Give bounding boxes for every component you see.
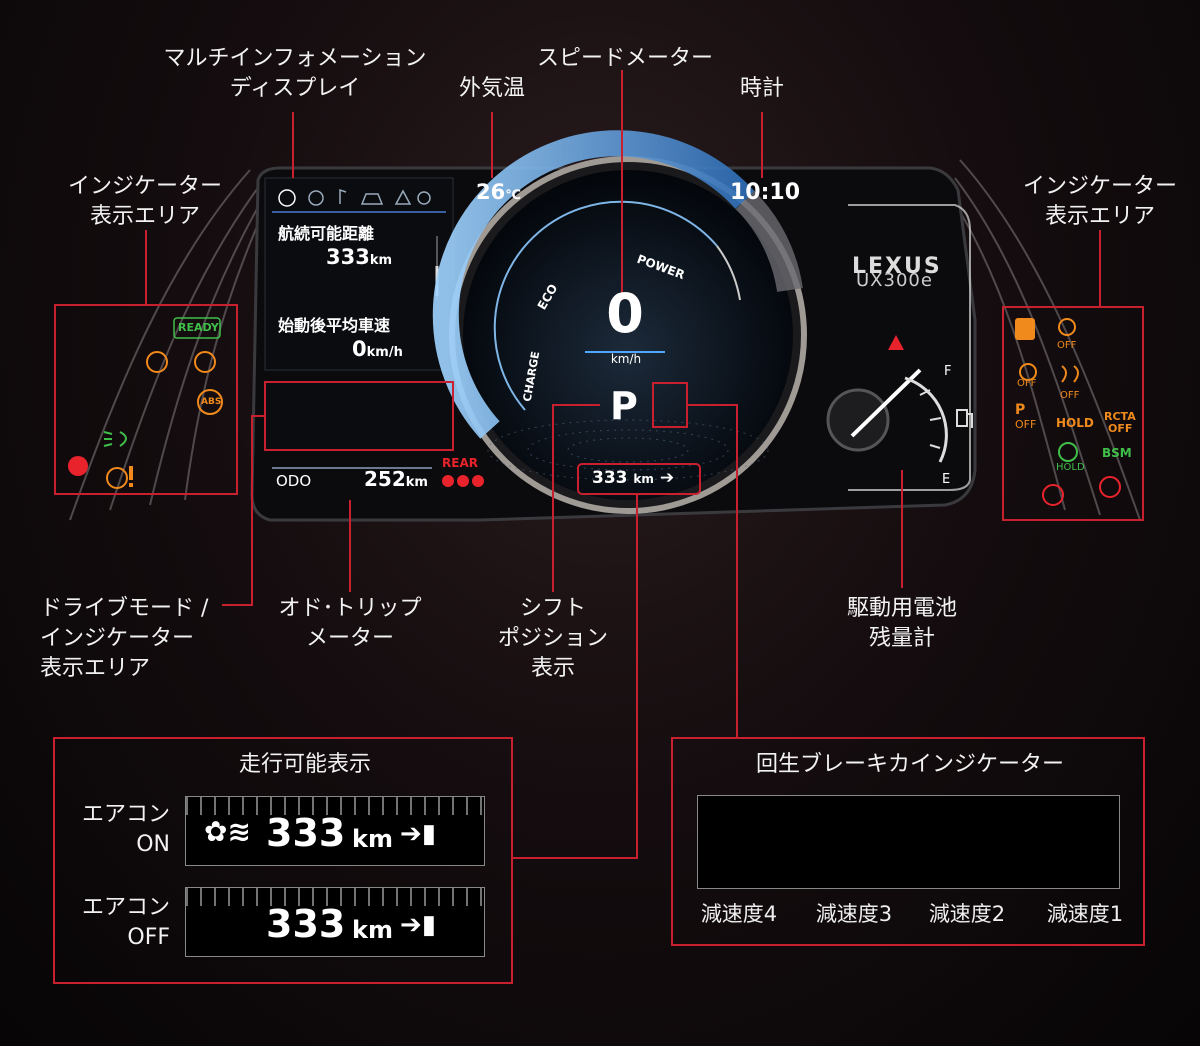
lda-off-icon <box>1019 363 1037 381</box>
shift-position-display: P <box>610 384 638 428</box>
left-indicator-box <box>54 304 238 495</box>
car-icon <box>360 193 384 205</box>
gear-icon <box>417 191 431 205</box>
hold-indicator: HOLD <box>1056 416 1094 430</box>
odo-trip-label: オド･トリップメーター <box>278 596 422 651</box>
rear-label: REAR <box>442 456 478 470</box>
battery-empty-mark: E <box>942 472 951 487</box>
model-name: UX300e <box>856 270 933 291</box>
decel-label-2: 減速度2 <box>928 902 1006 926</box>
regen-box-title: 回生ブレーキカインジケーター <box>755 752 1064 777</box>
range-display-box <box>53 737 513 984</box>
range-strip-ac-on: ✿≋ 333 km ➔▮ <box>185 796 485 866</box>
range-strip-ac-off: 333 km ➔▮ <box>185 887 485 957</box>
odo-value: 252km <box>364 467 428 491</box>
battery-gauge-frame <box>848 204 971 491</box>
mid-label: マルチインフォメーションディスプレイ <box>163 46 427 101</box>
mid-panel <box>264 177 454 371</box>
hold-green-icon <box>1058 442 1078 462</box>
shift-position-label: シフトポジション表示 <box>497 596 608 681</box>
outside-temp-display: 26℃ <box>476 180 521 204</box>
range-value-ac-off: 333 <box>266 902 346 946</box>
p-off-bottom: OFF <box>1015 418 1037 431</box>
drive-mode-box <box>264 381 454 451</box>
ready-indicator: READY <box>178 321 219 334</box>
range-value: 333km <box>326 245 393 269</box>
battery-full-mark: F <box>944 364 952 379</box>
clock-label: 時計 <box>739 76 784 101</box>
leader-lines <box>145 70 1101 859</box>
speedometer-label: スピードメーター <box>536 46 713 71</box>
right-indicator-icons <box>1015 318 1121 506</box>
battery-label: 駆動用電池残量計 <box>846 596 957 651</box>
range-box-title: 走行可能表示 <box>238 752 371 777</box>
hold-green-indicator: HOLD <box>1056 462 1085 473</box>
rcta-bottom: OFF <box>1108 422 1133 435</box>
warning-icon <box>394 189 412 205</box>
steering-warning-icon <box>106 467 128 489</box>
range-value-ac-on: 333 <box>266 811 346 855</box>
charging-icon <box>956 409 973 428</box>
vsc-off-icon <box>1061 365 1079 383</box>
avg-speed-value: 0km/h <box>352 337 403 361</box>
speed-blue-arc <box>432 130 755 439</box>
decel-label-3: 減速度3 <box>815 902 893 926</box>
parking-brake-icon <box>1042 484 1064 506</box>
outside-temp-label: 外気温 <box>458 76 525 101</box>
regen-strip <box>697 795 1120 889</box>
bottom-range-box <box>577 463 701 495</box>
p-off-top: P <box>1015 402 1026 418</box>
battery-needle <box>850 368 922 438</box>
charge-arrow-icon-on: ➔▮ <box>400 819 437 849</box>
tire-pressure-icon <box>194 351 216 373</box>
speed-unit: km/h <box>610 352 642 366</box>
left-indicator-icons <box>68 317 223 489</box>
range-unit-ac-off: km <box>352 916 393 944</box>
music-icon <box>339 188 347 204</box>
brake-warning-icon <box>146 351 168 373</box>
rear-seatbelt-icons <box>442 472 488 487</box>
abs-indicator: ABS <box>201 397 222 407</box>
decel-label-1: 減速度1 <box>1046 902 1124 926</box>
lane-assist-icon <box>1015 318 1035 340</box>
off-indicator-2: OFF <box>1017 378 1037 389</box>
brand-logo: LEXUS <box>852 254 942 279</box>
rcta-top: RCTA <box>1104 410 1136 423</box>
bsm-indicator: BSM <box>1102 446 1132 460</box>
dot-field <box>487 419 769 481</box>
brake-system-icon <box>1099 476 1121 498</box>
speed-value: 0 <box>606 282 644 345</box>
battery-scale <box>904 376 948 463</box>
drive-mode-panel <box>264 381 454 451</box>
charge-arrow-icon-off: ➔▮ <box>400 910 437 940</box>
battery-gauge-hub <box>826 388 890 452</box>
fan-icon: ✿≋ <box>204 815 251 848</box>
left-fan-lines <box>69 169 263 521</box>
headlight-icon <box>103 431 127 447</box>
airbag-icon <box>68 456 88 476</box>
info-icon <box>278 189 296 207</box>
off-indicator-3: OFF <box>1060 390 1080 401</box>
bottom-range-display: 333 km ➔ <box>592 468 675 488</box>
regen-indicator-box <box>671 737 1145 946</box>
right-indicator-box <box>1002 306 1144 521</box>
avg-speed-label: 始動後平均車速 <box>278 316 391 335</box>
clock-display: 10:10 <box>730 180 801 205</box>
seatbelt-warning-icon <box>888 335 904 350</box>
off-indicator-1: OFF <box>1057 340 1077 351</box>
pcs-off-icon <box>1058 318 1076 336</box>
drive-mode-label: ドライブモード /インジケーター表示エリア <box>40 596 209 681</box>
abs-icon <box>197 389 223 415</box>
range-label: 航続可能距離 <box>278 224 375 243</box>
mid-tab-icons <box>278 188 431 207</box>
decel-label-4: 減速度4 <box>700 902 778 926</box>
odo-label: ODO <box>276 472 312 490</box>
right-indicator-label: インジケーター表示エリア <box>1022 174 1177 229</box>
compass-icon <box>308 190 324 206</box>
left-indicator-label: インジケーター表示エリア <box>67 174 222 229</box>
range-unit-ac-on: km <box>352 825 393 853</box>
